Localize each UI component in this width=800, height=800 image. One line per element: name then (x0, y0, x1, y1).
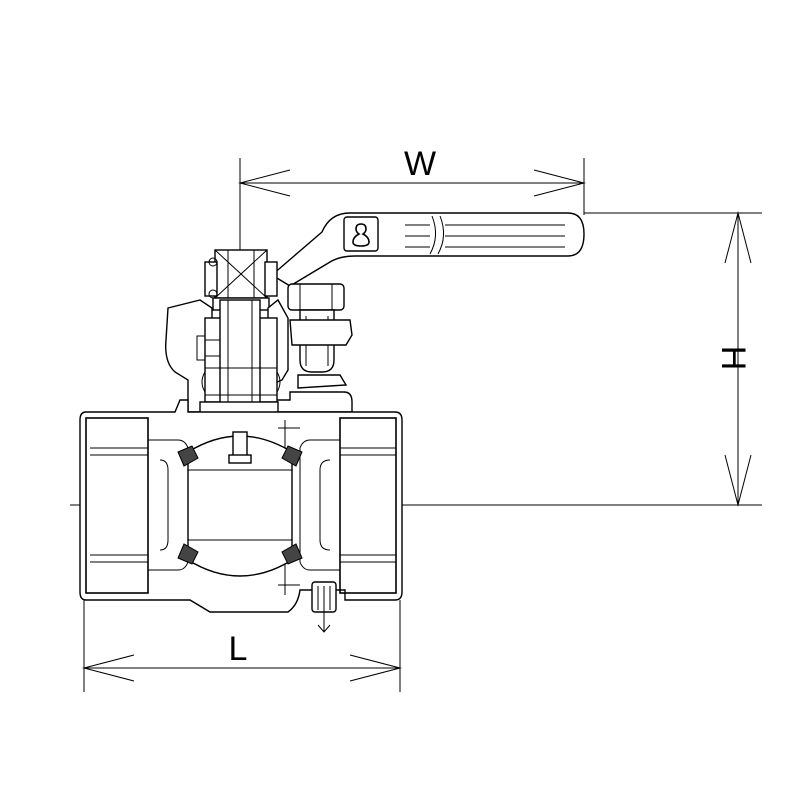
ball (187, 431, 293, 577)
bonnet (165, 298, 353, 421)
drain-plug (311, 581, 337, 633)
gourd-icon (352, 223, 370, 247)
dimension-l: L (82, 600, 402, 692)
dimension-l-label: L (229, 630, 248, 668)
dimension-h: H (430, 211, 762, 507)
lock-bolt (287, 283, 353, 389)
dimension-w-label: W (404, 145, 436, 183)
lever-handle (270, 212, 585, 287)
dimension-w: W (238, 145, 586, 250)
seats (177, 445, 303, 565)
dimension-h-label: H (714, 346, 752, 371)
